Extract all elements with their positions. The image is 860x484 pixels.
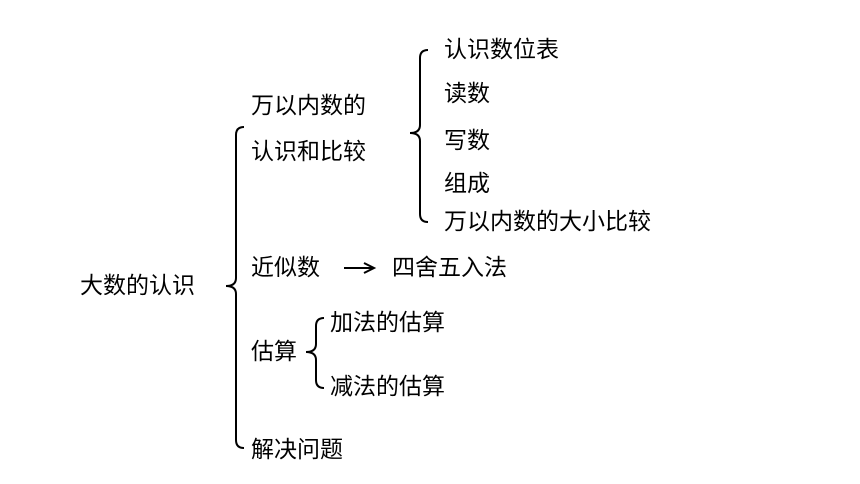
branch1-label-line2: 认识和比较 xyxy=(251,139,366,165)
branch1-child-1: 认识数位表 xyxy=(444,37,559,63)
branch3-brace xyxy=(305,317,325,389)
branch1-child-5: 万以内数的大小比较 xyxy=(444,209,651,235)
branch3-label: 估算 xyxy=(251,339,297,365)
branch1-brace xyxy=(409,49,429,223)
branch4-label: 解决问题 xyxy=(251,437,343,463)
branch1-child-3: 写数 xyxy=(444,128,490,154)
branch2-target: 四舍五入法 xyxy=(392,255,507,281)
branch1-child-4: 组成 xyxy=(444,171,490,197)
branch2-label: 近似数 xyxy=(251,255,320,281)
root-label: 大数的认识 xyxy=(80,273,195,299)
arrow-head xyxy=(363,262,377,274)
branch3-child-2: 减法的估算 xyxy=(330,374,445,400)
main-brace xyxy=(225,126,245,449)
branch3-child-1: 加法的估算 xyxy=(330,310,445,336)
branch1-label-line1: 万以内数的 xyxy=(251,93,366,119)
branch1-child-2: 读数 xyxy=(444,81,490,107)
